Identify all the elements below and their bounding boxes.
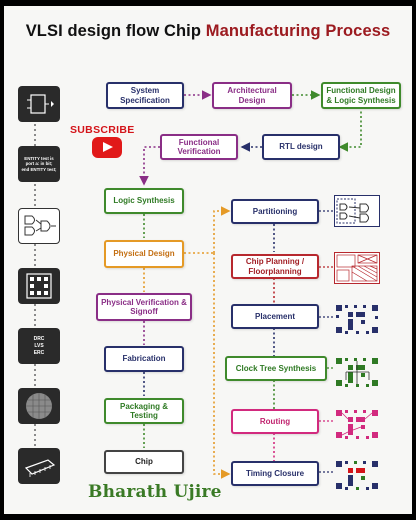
arrow-func-rtl (338, 107, 362, 152)
cts-thumbnail (336, 358, 378, 387)
logic-synthesis-box: Logic Synthesis (104, 188, 184, 214)
chip-block-icon (18, 86, 60, 122)
routing-box: Routing (231, 409, 319, 434)
title-part-1: VLSI design flow Chip (25, 22, 206, 40)
layout-grid-icon (18, 268, 60, 304)
packaged-chip-icon (18, 448, 60, 484)
title-part-2: Manufacturing Process (205, 22, 391, 40)
page-title: VLSI design flow Chip Manufacturing Proc… (4, 22, 412, 41)
placement-box: Placement (231, 304, 319, 329)
timing-closure-thumbnail (336, 461, 378, 490)
routing-thumbnail (336, 410, 378, 439)
packaging-testing-box: Packaging & Testing (104, 398, 184, 424)
partitioning-box: Partitioning (231, 199, 319, 224)
youtube-play-icon[interactable] (92, 137, 122, 158)
timing-closure-box: Timing Closure (231, 461, 319, 486)
physical-verification-box: Physical Verification & Signoff (96, 293, 192, 321)
placement-thumbnail (336, 305, 378, 334)
functional-design-box: Functional Design & Logic Synthesis (321, 82, 401, 109)
rtl-design-box: RTL design (262, 134, 340, 160)
partitioning-thumbnail (334, 195, 380, 227)
subscribe-label[interactable]: SUBSCRIBE (70, 124, 135, 136)
chip-box: Chip (104, 450, 184, 474)
drc-lvs-erc-icon: DRC LVS ERC (18, 328, 60, 364)
floorplan-thumbnail (334, 252, 380, 284)
chip-planning-box: Chip Planning / Floorplanning (231, 254, 319, 279)
functional-verification-box: Functional Verification (160, 134, 238, 160)
system-specification-box: System Specification (106, 82, 184, 109)
arrow-to-timing (213, 253, 231, 479)
clock-tree-synthesis-box: Clock Tree Synthesis (225, 356, 327, 381)
arrow-to-partitioning (213, 206, 231, 253)
physical-design-box: Physical Design (104, 240, 184, 268)
entity-code-icon: ENTITY test is port a: in bit; end ENTIT… (18, 146, 60, 182)
entity-code-text: ENTITY test is port a: in bit; end ENTIT… (21, 155, 57, 172)
fabrication-box: Fabrication (104, 346, 184, 372)
arrow-verif-logic (139, 146, 160, 186)
logic-gates-icon (18, 208, 60, 244)
wafer-icon (18, 388, 60, 424)
author-name: Bharath Ujire (88, 482, 222, 502)
drc-lvs-erc-text: DRC LVS ERC (33, 335, 45, 356)
diagram-canvas: VLSI design flow Chip Manufacturing Proc… (4, 6, 412, 514)
architectural-design-box: Architectural Design (212, 82, 292, 109)
